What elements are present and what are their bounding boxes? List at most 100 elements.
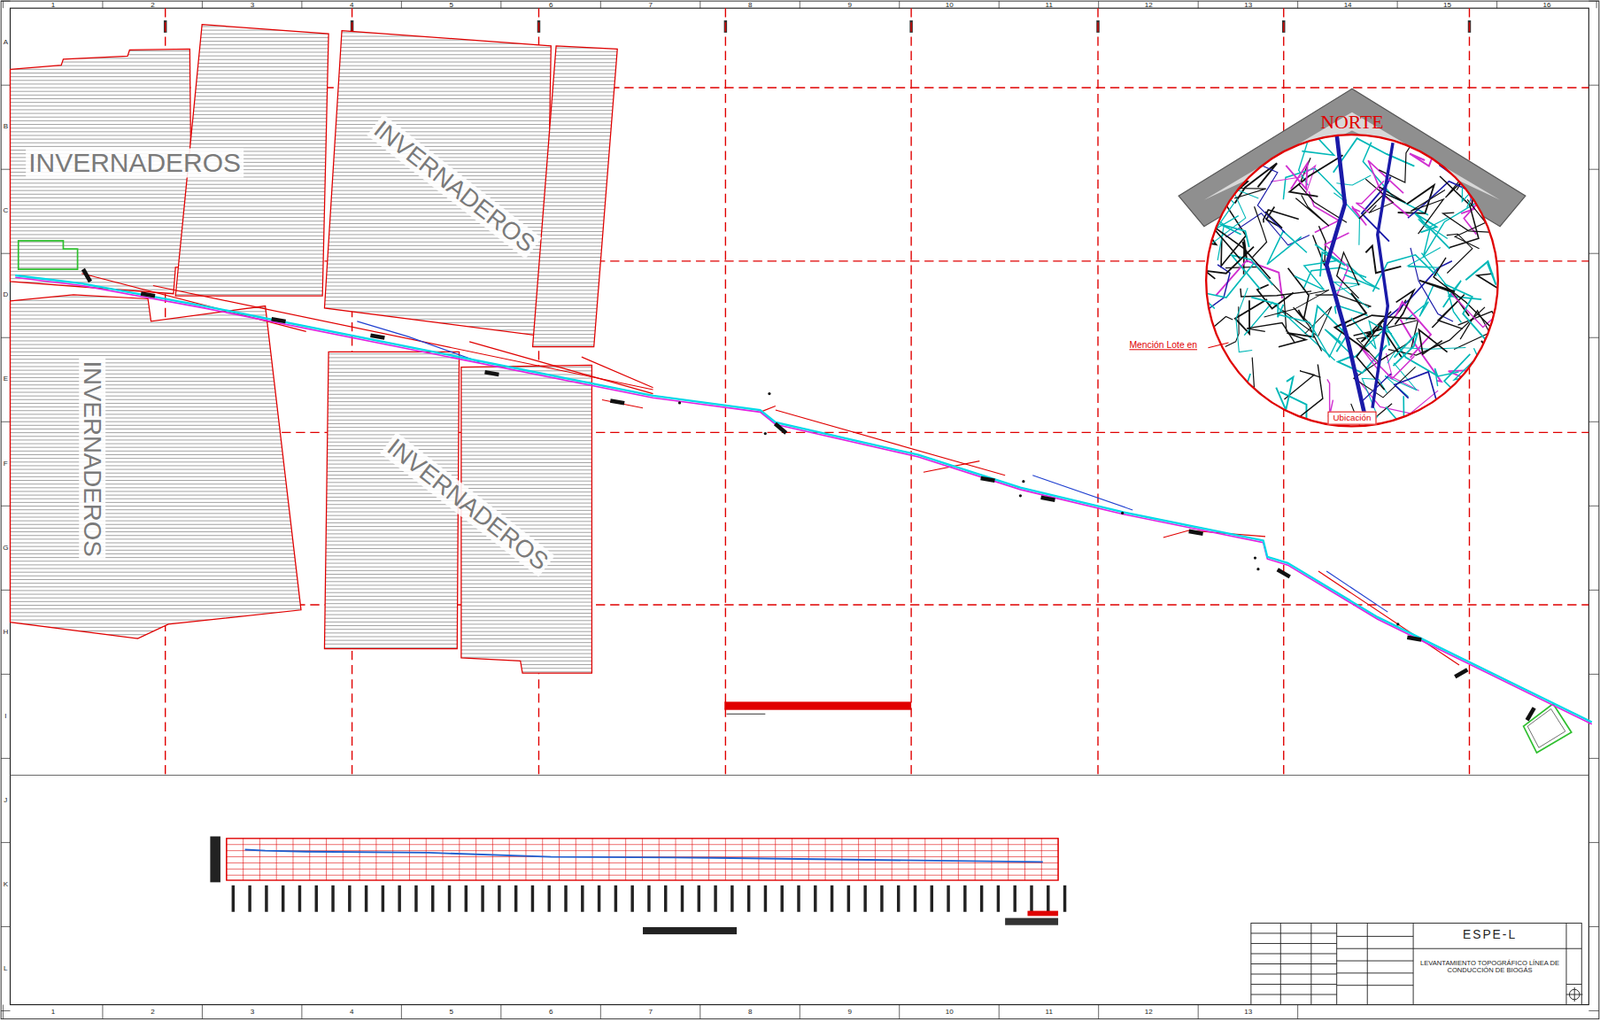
drawing-stroke — [533, 121, 619, 123]
drawing-stroke — [10, 87, 193, 89]
fence-line — [81, 273, 307, 333]
drawing-stroke — [175, 268, 329, 270]
drawing-stroke — [461, 612, 593, 614]
drawing-stroke — [10, 524, 302, 526]
drawing-stroke — [1444, 354, 1502, 427]
drawing-stroke — [830, 885, 834, 913]
drawing-stroke — [175, 213, 329, 215]
drawing-stroke — [492, 838, 494, 881]
drawing-stroke — [10, 358, 302, 360]
drawing-stroke — [10, 479, 302, 481]
drawing-stroke — [10, 94, 193, 96]
drawing-stroke — [1485, 398, 1525, 426]
drawing-stroke — [10, 294, 302, 639]
drawing-stroke — [324, 54, 551, 55]
drawing-stroke — [697, 885, 701, 913]
drawing-stroke — [324, 628, 459, 630]
drawing-stroke — [509, 838, 511, 881]
drawing-stroke — [1293, 307, 1322, 351]
drawing-stroke — [898, 0, 900, 8]
drawing-stroke — [461, 653, 593, 655]
drawing-stroke — [533, 142, 619, 144]
drawing-stroke — [10, 267, 193, 269]
greenhouses — [10, 24, 619, 674]
drawing-stroke — [10, 127, 193, 129]
grid-column-number: 13 — [1244, 1007, 1253, 1016]
drawing-stroke — [533, 102, 619, 104]
survey-point — [767, 392, 771, 395]
drawing-stroke — [0, 842, 10, 843]
drawing-stroke — [980, 885, 983, 913]
drawing-stroke — [533, 161, 619, 163]
drawing-stroke — [324, 69, 551, 70]
drawing-stroke — [880, 885, 883, 913]
drawing-stroke — [796, 885, 800, 913]
fence-line — [1318, 571, 1460, 665]
drawing-stroke — [10, 568, 302, 570]
drawing-stroke — [10, 608, 302, 610]
drawing-stroke — [175, 107, 329, 109]
drawing-stroke — [0, 1010, 10, 1012]
drawing-stroke — [324, 518, 459, 520]
drawing-stroke — [175, 231, 329, 233]
drawing-stroke — [10, 131, 193, 132]
drawing-stroke — [461, 458, 593, 460]
drawing-stroke — [298, 885, 302, 913]
drawing-stroke — [614, 885, 618, 913]
drawing-stroke — [324, 570, 459, 572]
drawing-stroke — [863, 885, 866, 913]
station-mark — [1040, 495, 1056, 503]
drawing-stroke — [764, 885, 767, 913]
drawing-stroke — [533, 224, 619, 225]
drawing-stroke — [461, 664, 593, 665]
drawing-stroke — [1289, 154, 1343, 197]
drawing-stroke — [175, 40, 329, 42]
drawing-stroke — [324, 382, 459, 384]
location-map-border — [1205, 134, 1499, 426]
station-mark — [140, 291, 156, 298]
greenhouse-block — [533, 46, 619, 348]
drawing-stroke — [10, 270, 193, 272]
drawing-stroke — [10, 142, 193, 144]
drawing-stroke — [175, 184, 329, 186]
drawing-stroke — [1278, 332, 1315, 348]
drawing-stroke — [461, 576, 593, 578]
drawing-stroke — [10, 509, 302, 511]
drawing-stroke — [630, 885, 634, 913]
drawing-stroke — [324, 635, 459, 637]
drawing-stroke — [533, 308, 619, 310]
grid-column-number: 4 — [349, 1007, 354, 1016]
biogas-pipeline — [15, 275, 1592, 723]
longitudinal-profile — [209, 836, 1067, 936]
drawing-stroke — [597, 885, 601, 913]
drawing-stroke — [1275, 377, 1293, 410]
drawing-stroke — [292, 838, 294, 881]
drawing-stroke — [175, 88, 329, 90]
drawing-stroke — [497, 885, 501, 913]
drawing-stroke — [324, 580, 459, 582]
drawing-stroke — [1337, 252, 1360, 299]
drawing-stroke — [461, 627, 593, 629]
drawing-stroke — [898, 1004, 900, 1020]
drawing-stroke — [324, 618, 459, 619]
drawing-stroke — [1313, 225, 1326, 265]
drawing-stroke — [414, 885, 418, 913]
grid-column-number: 8 — [748, 1007, 752, 1016]
drawing-stroke — [175, 283, 329, 285]
drawing-stroke — [324, 30, 551, 338]
drawing-stroke — [324, 551, 459, 553]
drawing-stroke — [1337, 960, 1414, 962]
drawing-stroke — [533, 246, 619, 248]
drawing-stroke — [713, 885, 717, 913]
drawing-stroke — [461, 587, 593, 588]
drawing-stroke — [10, 91, 193, 93]
grid-column-number: 3 — [250, 1007, 255, 1016]
drawing-stroke — [908, 838, 910, 881]
drawing-stroke — [1058, 838, 1059, 881]
drawing-stroke — [461, 594, 593, 596]
drawing-stroke — [397, 885, 401, 913]
drawing-stroke — [963, 885, 967, 913]
drawing-stroke — [10, 123, 193, 125]
drawing-stroke — [533, 326, 619, 328]
drawing-stroke — [264, 885, 268, 913]
